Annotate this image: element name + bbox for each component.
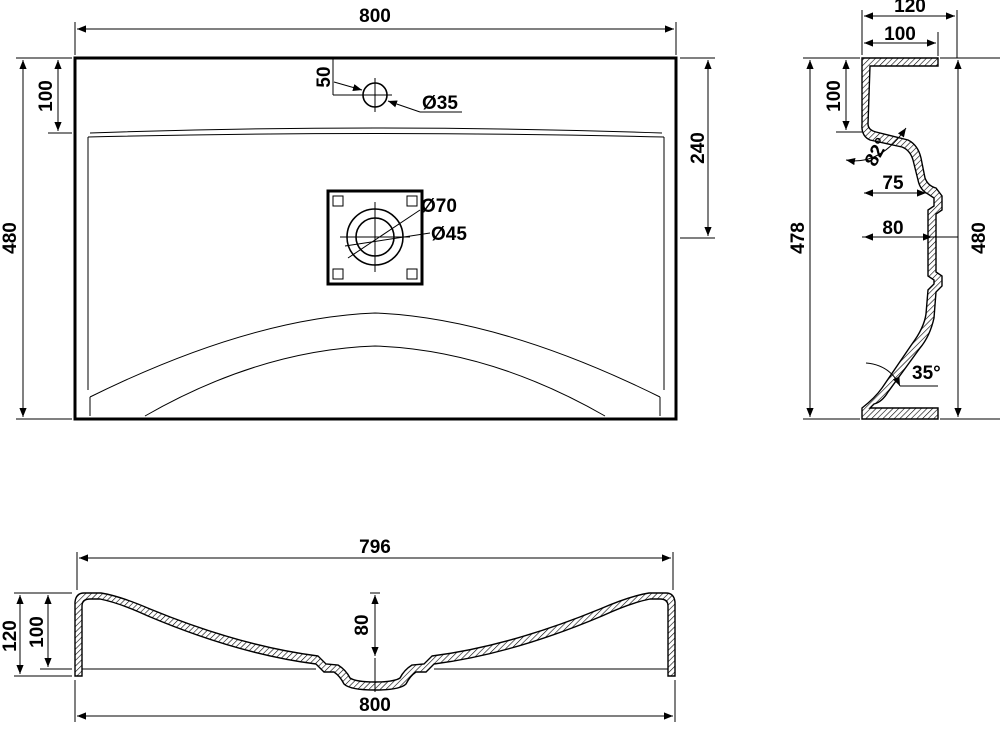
side-angle-bottom-label: 35° [912, 363, 941, 384]
top-view-basin-rim [89, 127, 663, 134]
side-view [803, 10, 1000, 420]
top-width-label: 800 [359, 6, 391, 27]
tap-hole-offset-label: 50 [314, 66, 335, 87]
top-view-outline [73, 56, 678, 421]
side-inner-depth-label: 100 [884, 24, 916, 45]
drain-square [326, 189, 424, 286]
top-height-label: 480 [0, 222, 21, 254]
side-top-offset-label: 100 [824, 80, 845, 112]
front-section [14, 552, 676, 722]
side-view-section [861, 57, 943, 420]
side-view-labels: 120 100 100 82° 75 80 478 480 35° [788, 0, 990, 384]
side-mid-offset-label: 75 [882, 173, 904, 194]
front-section-profile [74, 592, 676, 691]
top-tap-offset-label: 100 [36, 80, 57, 112]
top-view [16, 22, 715, 421]
drain-inner-diameter-label: Ø45 [431, 224, 467, 245]
front-total-height-label: 120 [0, 620, 21, 652]
drain-offset-label: 240 [688, 132, 709, 164]
drain-outer-diameter-label: Ø70 [421, 196, 457, 217]
front-section-labels: 796 800 120 100 80 [0, 537, 391, 716]
front-bowl-depth-label: 80 [352, 614, 373, 635]
side-outer-height-label: 480 [969, 222, 990, 254]
front-outer-width-label: 800 [359, 695, 391, 716]
side-inner-height-label: 478 [788, 222, 809, 254]
side-total-depth-label: 120 [894, 0, 926, 17]
side-drain-offset-label: 80 [882, 218, 903, 239]
front-inner-width-label: 796 [359, 537, 391, 558]
top-view-front-curve-inner [144, 345, 606, 417]
front-inner-height-label: 100 [27, 616, 48, 648]
top-view-labels: 800 480 100 50 Ø35 240 Ø70 Ø45 [0, 6, 709, 254]
top-view-front-curve-outer [89, 312, 661, 398]
tap-hole-diameter-label: Ø35 [422, 93, 458, 114]
